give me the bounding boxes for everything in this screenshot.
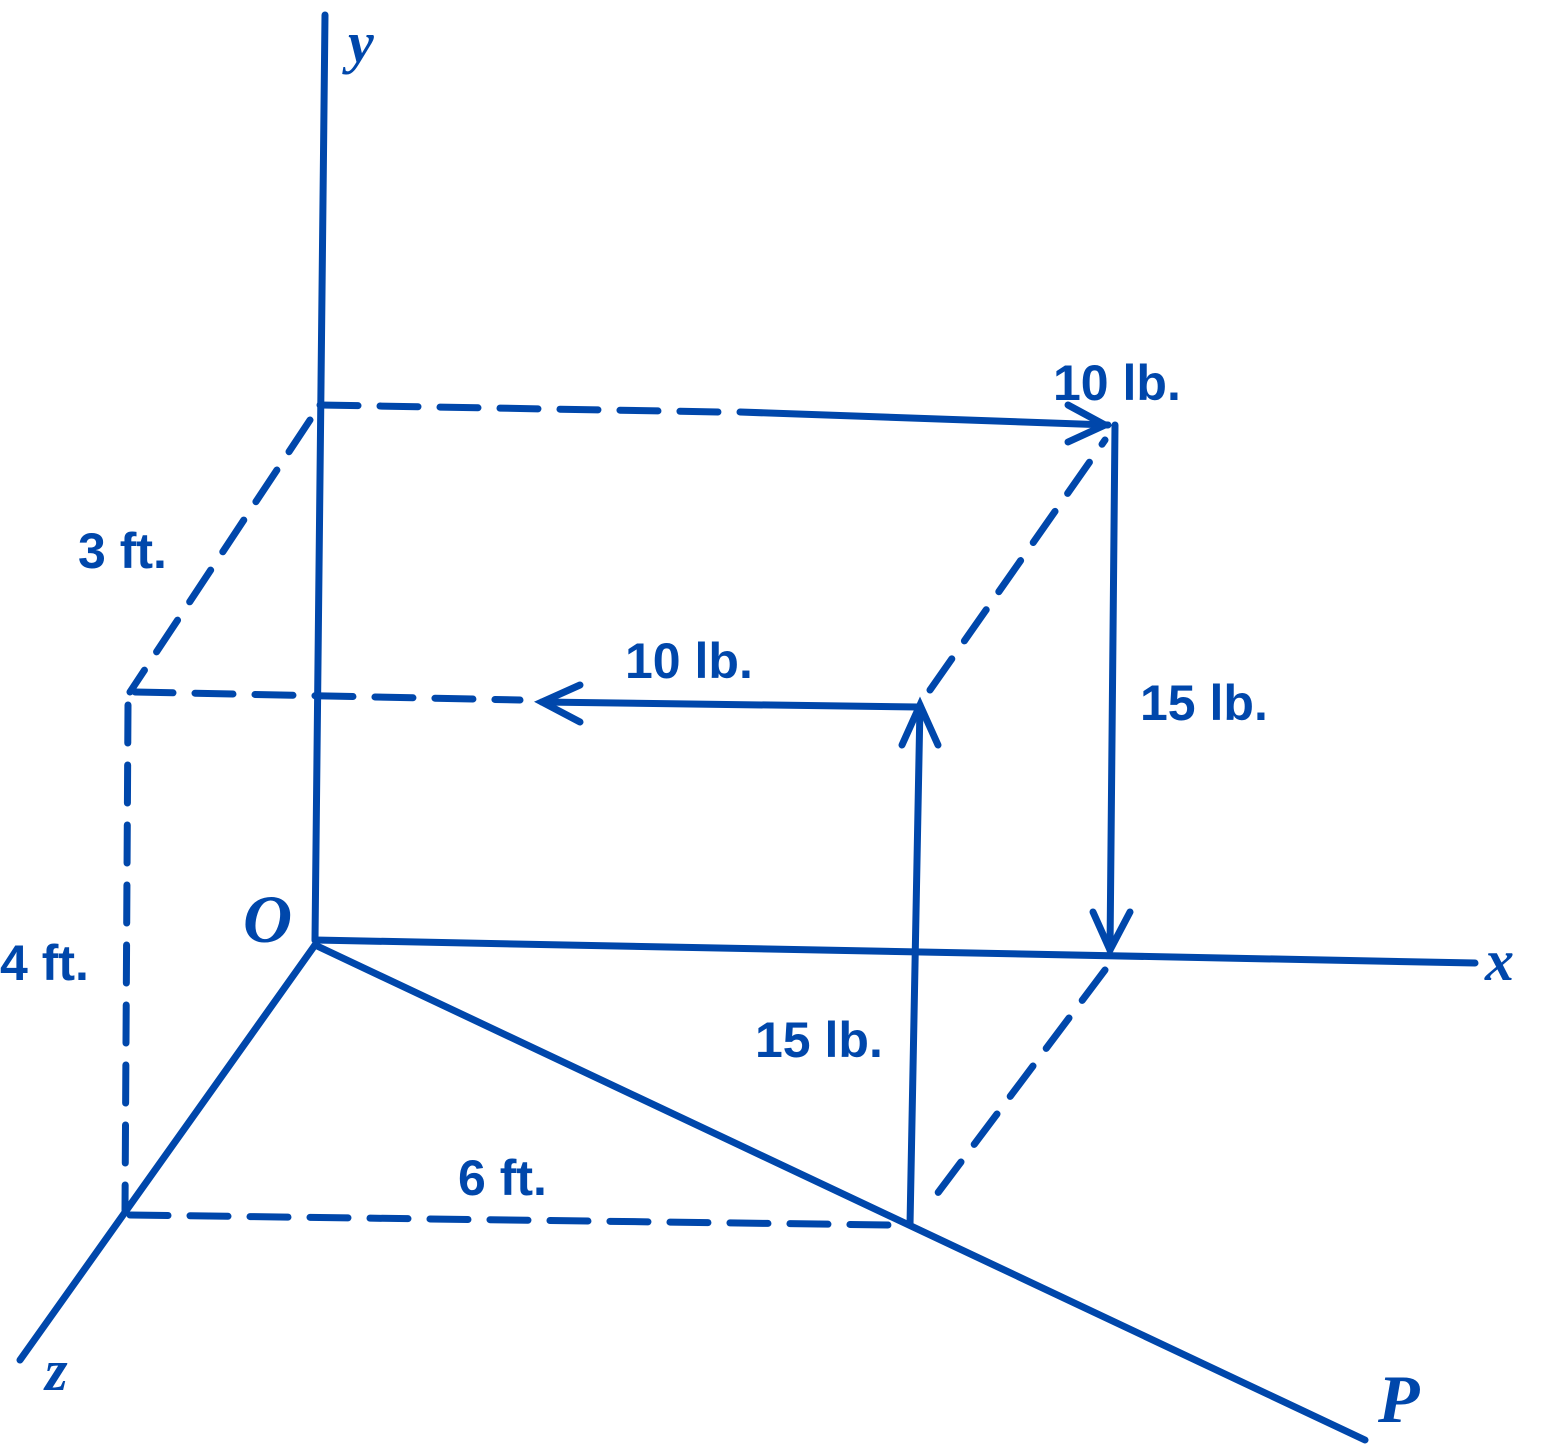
origin-label: O: [243, 881, 292, 957]
dashed-edge: [126, 1211, 894, 1229]
force-arrow-front-15lb: [898, 696, 942, 1229]
y-axis: [311, 11, 329, 944]
dimension-width: 6 ft.: [458, 1150, 547, 1206]
op-line: [311, 941, 1369, 1444]
force-label-front: 15 lb.: [755, 1012, 883, 1068]
dimension-height: 4 ft.: [0, 935, 89, 991]
p-label: P: [1377, 1361, 1420, 1437]
force-label-middle: 10 lb.: [625, 633, 753, 689]
dashed-edge: [131, 688, 524, 704]
x-axis: [311, 936, 1479, 967]
y-axis-label: y: [342, 10, 374, 75]
dimension-depth: 3 ft.: [78, 523, 167, 579]
dashed-edge: [126, 416, 314, 696]
x-axis-label: x: [1484, 928, 1514, 993]
dashed-edge: [921, 966, 1109, 1214]
dashed-edge: [121, 701, 132, 1214]
z-axis-label: z: [43, 1338, 68, 1403]
force-arrow-top-10lb: [736, 401, 1113, 446]
force-arrow-right-15lb: [1089, 421, 1134, 958]
z-axis: [16, 941, 319, 1364]
dashed-edge: [316, 401, 724, 416]
dashed-edge: [926, 436, 1109, 694]
force-label-right: 15 lb.: [1140, 675, 1268, 731]
force-arrow-middle-10lb: [534, 681, 922, 726]
force-label-top: 10 lb.: [1053, 355, 1181, 411]
